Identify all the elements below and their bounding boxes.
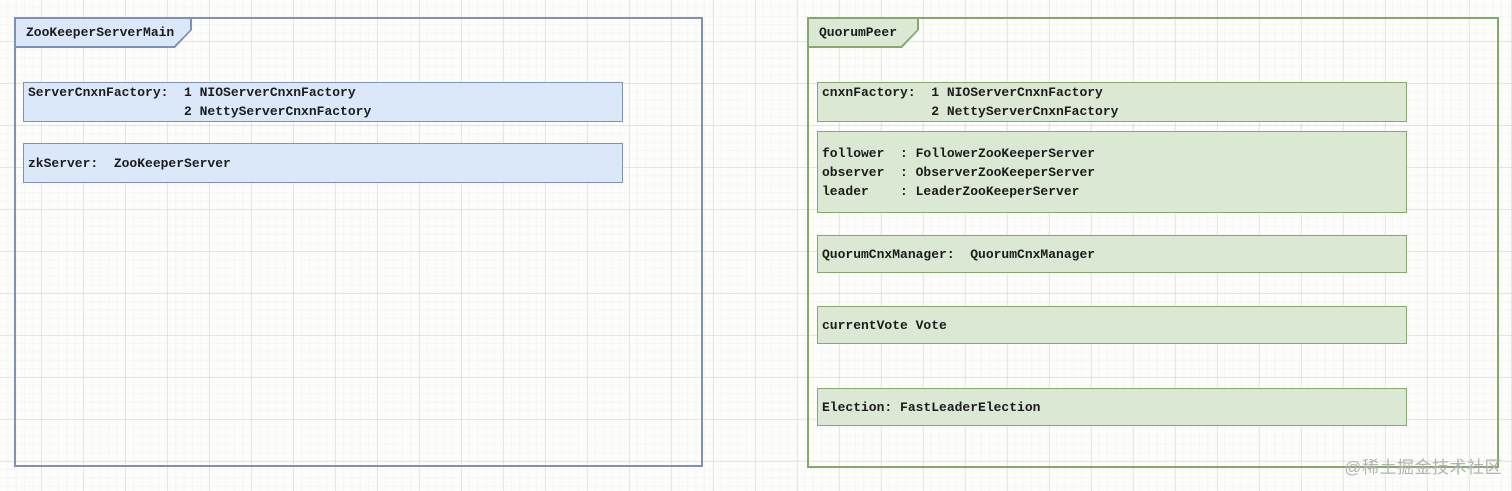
juejin-watermark: @稀土掘金技术社区 xyxy=(1344,458,1502,477)
field-server-cnxn-factory: ServerCnxnFactory: 1 NIOServerCnxnFactor… xyxy=(23,82,623,122)
frame-quorum-peer: cnxnFactory: 1 NIOServerCnxnFactory 2 Ne… xyxy=(807,17,1499,468)
frame-tab-quorum-peer: QuorumPeer xyxy=(807,17,919,48)
frame-title: QuorumPeer xyxy=(809,19,917,46)
field-current-vote: currentVote Vote xyxy=(817,306,1407,344)
field-follower-observer-leader: follower : FollowerZooKeeperServer obser… xyxy=(817,131,1407,213)
frame-zookeeper-server-main: ServerCnxnFactory: 1 NIOServerCnxnFactor… xyxy=(14,17,703,467)
frame-title: ZooKeeperServerMain xyxy=(16,19,190,46)
field-cnxn-factory: cnxnFactory: 1 NIOServerCnxnFactory 2 Ne… xyxy=(817,82,1407,122)
field-quorum-cnx-manager: QuorumCnxManager: QuorumCnxManager xyxy=(817,235,1407,273)
field-zk-server: zkServer: ZooKeeperServer xyxy=(23,143,623,183)
frame-tab-zookeeper-server-main: ZooKeeperServerMain xyxy=(14,17,192,48)
field-election: Election: FastLeaderElection xyxy=(817,388,1407,426)
